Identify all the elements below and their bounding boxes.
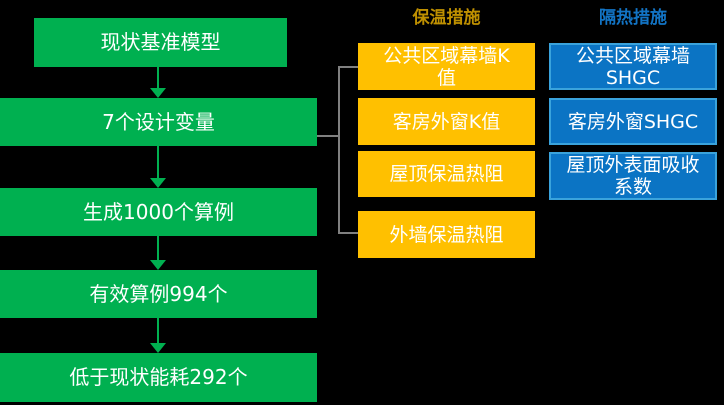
connector-line-main [317,135,340,137]
connector-line-top-stub [340,66,358,68]
arrow-shaft [157,318,159,344]
arrow-head [150,178,166,188]
arrow-shaft [157,67,159,89]
connector-line-bottom-stub [340,232,358,234]
insulation-item-roof-resistance: 屋顶保温热阻 [358,151,535,197]
arrow-head [150,260,166,270]
shading-item-roof-absorptance: 屋顶外表面吸收 系数 [549,152,717,200]
arrow-shaft [157,146,159,179]
arrow-down-icon [150,236,166,270]
insulation-item-guestroom-window-k: 客房外窗K值 [358,98,535,145]
arrow-down-icon [150,146,166,188]
flow-step-below-baseline: 低于现状能耗292个 [0,353,317,402]
flow-step-generate-cases: 生成1000个算例 [0,188,317,236]
connector-line-vertical [338,66,340,234]
arrow-down-icon [150,318,166,353]
flow-step-valid-cases: 有效算例994个 [0,270,317,318]
flow-step-design-variables: 7个设计变量 [0,98,317,146]
arrow-head [150,88,166,98]
shading-item-curtain-wall-shgc: 公共区域幕墙 SHGC [549,43,717,90]
arrow-head [150,343,166,353]
arrow-shaft [157,236,159,261]
insulation-column-header: 保温措施 [412,7,481,28]
arrow-down-icon [150,67,166,98]
shading-column-header: 隔热措施 [599,7,667,28]
shading-item-guestroom-window-shgc: 客房外窗SHGC [549,98,717,145]
insulation-item-wall-resistance: 外墙保温热阻 [358,211,535,258]
insulation-item-curtain-wall-k: 公共区域幕墙K 值 [358,43,535,90]
flow-step-baseline-model: 现状基准模型 [34,18,287,67]
